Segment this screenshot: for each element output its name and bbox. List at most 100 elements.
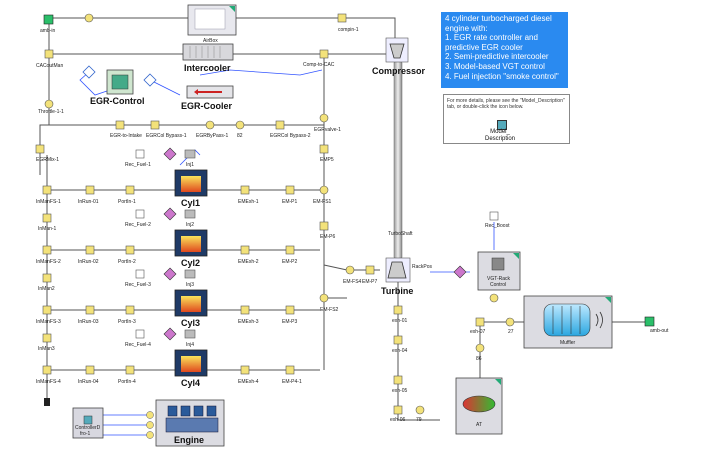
egr-cooler-component[interactable]: EGR-Cooler bbox=[181, 85, 234, 111]
emfs1[interactable] bbox=[319, 185, 329, 195]
exh07[interactable]: exh-07 bbox=[470, 317, 486, 335]
controller-component[interactable]: ControllerD fro-1 bbox=[72, 407, 104, 439]
egr-mix[interactable]: EGRMix-1 bbox=[35, 144, 59, 163]
svg-text:InManFS-1: InManFS-1 bbox=[36, 199, 61, 205]
exh01[interactable]: exh-01 bbox=[392, 305, 408, 324]
emp7-junction[interactable]: EM-P7 bbox=[362, 265, 378, 285]
inman3[interactable] bbox=[42, 333, 52, 343]
inmanfs3[interactable] bbox=[42, 305, 52, 315]
inj2-diamond[interactable] bbox=[163, 207, 177, 221]
junction-79[interactable]: 79 bbox=[415, 405, 425, 423]
rec-fuel-3[interactable] bbox=[135, 269, 145, 279]
info-line-1: 4 cylinder turbocharged diesel bbox=[445, 14, 552, 23]
emp5-junction[interactable]: EMP5 bbox=[319, 144, 334, 163]
emfs4-junction[interactable]: EM-FS4 bbox=[343, 265, 362, 285]
inman2[interactable] bbox=[42, 273, 52, 283]
model-info-box: 4 cylinder turbocharged diesel engine wi… bbox=[441, 12, 568, 88]
junction-82[interactable]: 82 bbox=[235, 120, 245, 139]
junction-27[interactable]: 27 bbox=[505, 317, 515, 335]
svg-text:AT: AT bbox=[476, 422, 482, 428]
inj4-diamond[interactable] bbox=[163, 327, 177, 341]
emexh4[interactable] bbox=[240, 365, 250, 375]
exh04[interactable]: exh-04 bbox=[392, 335, 408, 354]
svg-text:86: 86 bbox=[476, 356, 482, 362]
emp4[interactable] bbox=[285, 365, 295, 375]
emp2[interactable] bbox=[285, 245, 295, 255]
rec-fuel-4[interactable] bbox=[135, 329, 145, 339]
rec-fuel-2[interactable] bbox=[135, 209, 145, 219]
svg-text:Control: Control bbox=[490, 282, 506, 288]
engine-component[interactable]: Engine bbox=[155, 399, 225, 447]
turboshaft-label: TurboShaft bbox=[388, 231, 413, 237]
egr-control-diamond-left[interactable] bbox=[82, 65, 96, 79]
exh06[interactable]: exh-06 bbox=[390, 405, 406, 423]
svg-text:Compressor: Compressor bbox=[372, 66, 426, 76]
emexh2[interactable] bbox=[240, 245, 250, 255]
egrcol-bypass-1[interactable]: EGRCol Bypass-1 bbox=[146, 120, 187, 139]
amb-in-component[interactable]: amb-in bbox=[40, 14, 56, 34]
flow-pipes bbox=[39, 17, 650, 421]
svg-text:Rec_Fuel-2: Rec_Fuel-2 bbox=[125, 222, 151, 228]
svg-text:InMan-1: InMan-1 bbox=[38, 226, 57, 232]
emp6-junction[interactable]: EM-P6 bbox=[319, 221, 336, 240]
portin2[interactable] bbox=[125, 245, 135, 255]
egr-valve-junction[interactable]: EGRvalve-1 bbox=[314, 113, 341, 133]
airbox-component[interactable]: AirBox bbox=[187, 4, 237, 44]
rackpos-diamond[interactable] bbox=[453, 265, 467, 279]
rec-fuel-1[interactable] bbox=[135, 149, 145, 159]
muffler-component[interactable]: Muffler bbox=[523, 295, 613, 349]
svg-text:PortIn-4: PortIn-4 bbox=[118, 379, 136, 385]
junction-compin[interactable]: compin-1 bbox=[337, 13, 359, 33]
throttle-orifice-top[interactable] bbox=[84, 13, 94, 23]
inmanfs4[interactable] bbox=[42, 365, 52, 375]
inmanfs1[interactable] bbox=[42, 185, 52, 195]
junction-86[interactable]: 86 bbox=[475, 343, 485, 362]
comp-to-cac-junction[interactable]: Comp-to-CAC bbox=[303, 49, 335, 68]
model-description-label[interactable]: Model_ Description bbox=[484, 129, 515, 142]
egrcol-bypass-2[interactable]: EGRCol Bypass-2 bbox=[270, 120, 311, 139]
portin3[interactable] bbox=[125, 305, 135, 315]
exh05[interactable]: exh-05 bbox=[392, 375, 408, 394]
portin1[interactable] bbox=[125, 185, 135, 195]
inman1[interactable] bbox=[42, 213, 52, 223]
cylinder-row-2: Rec_Fuel-2 Inj2 InManFS-2 InRun-02 PortI… bbox=[36, 207, 298, 292]
inj1[interactable] bbox=[184, 149, 196, 159]
egr-to-intake[interactable]: EGR-to-Intake bbox=[110, 120, 142, 139]
throttle-junction[interactable]: Throttle-1-1 bbox=[38, 99, 64, 115]
amb-out-component[interactable]: amb-out bbox=[644, 316, 669, 334]
egr-control-diamond-right[interactable] bbox=[143, 73, 157, 87]
inj4[interactable] bbox=[184, 329, 196, 339]
inj1-diamond[interactable] bbox=[163, 147, 177, 161]
svg-text:EMExh-2: EMExh-2 bbox=[238, 259, 259, 265]
inmanfs2[interactable] bbox=[42, 245, 52, 255]
inj3[interactable] bbox=[184, 269, 196, 279]
emp1[interactable] bbox=[285, 185, 295, 195]
inj2[interactable] bbox=[184, 209, 196, 219]
cacoutman-junction[interactable]: CACoutMan bbox=[36, 49, 63, 69]
intercooler-component[interactable]: Intercooler bbox=[182, 43, 234, 73]
emp3[interactable] bbox=[285, 305, 295, 315]
turbine-component[interactable]: Turbine bbox=[381, 257, 413, 296]
turbo-shaft[interactable] bbox=[393, 59, 403, 261]
note-text: For more details, please see the "Model_… bbox=[447, 98, 565, 110]
emfs2-junction[interactable]: EM-FS2 bbox=[319, 293, 339, 313]
inrun04[interactable] bbox=[85, 365, 95, 375]
vgt-rack-control[interactable]: VGT-Rack Control bbox=[477, 251, 521, 291]
inrun02[interactable] bbox=[85, 245, 95, 255]
portin4[interactable] bbox=[125, 365, 135, 375]
inj3-diamond[interactable] bbox=[163, 267, 177, 281]
end-marker[interactable] bbox=[44, 398, 50, 406]
egr-bypass-1[interactable]: EGRByPass-1 bbox=[196, 120, 228, 139]
model-description-icon[interactable] bbox=[497, 120, 507, 130]
rec-boost[interactable]: Rec_Boost bbox=[485, 211, 510, 229]
svg-text:amb-out: amb-out bbox=[650, 328, 669, 334]
compressor-component[interactable]: Compressor bbox=[372, 37, 426, 76]
inrun03[interactable] bbox=[85, 305, 95, 315]
aftertreatment-component[interactable]: AT bbox=[455, 377, 503, 435]
inrun01[interactable] bbox=[85, 185, 95, 195]
emexh1[interactable] bbox=[240, 185, 250, 195]
emexh3[interactable] bbox=[240, 305, 250, 315]
vgt-junction[interactable] bbox=[489, 293, 499, 303]
egr-control-component[interactable]: EGR-Control bbox=[90, 69, 145, 106]
